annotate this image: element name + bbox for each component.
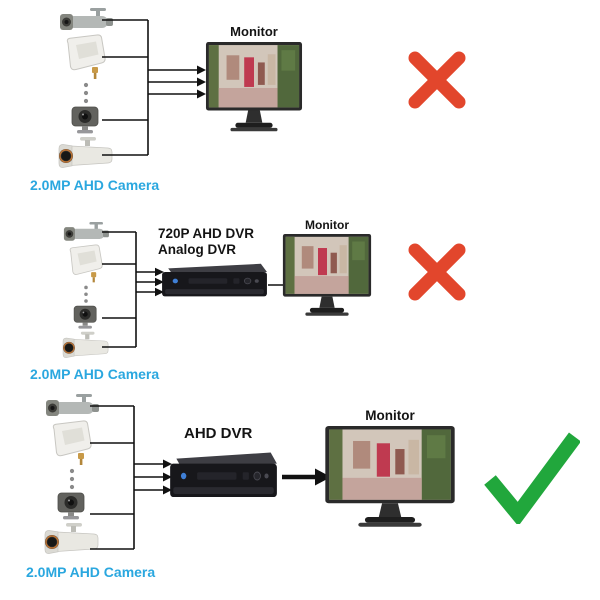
dvr-icon (169, 451, 278, 498)
monitor-icon (205, 42, 303, 132)
dvr-to-monitor-arrow (282, 468, 331, 486)
ellipsis-icon (83, 82, 89, 104)
dvr-label: AHD DVR (184, 425, 253, 442)
cube-camera-icon (73, 305, 97, 330)
monitor-group: Monitor (205, 24, 303, 136)
dvr-label-line2: Analog DVR (158, 242, 237, 257)
connection-wires (102, 19, 206, 156)
cube-camera-icon (71, 106, 99, 134)
camera-group-label: 2.0MP AHD Camera (26, 564, 156, 580)
green-check-icon (484, 432, 580, 524)
red-cross-icon (407, 50, 467, 110)
red-cross-icon (407, 242, 467, 302)
monitor-label: Monitor (230, 24, 278, 39)
dvr-label-line1: 720P AHD DVR (158, 226, 255, 241)
pir-style-camera-icon (69, 244, 103, 283)
connection-wires (102, 231, 164, 348)
camera-group-label: 2.0MP AHD Camera (30, 177, 160, 193)
monitor-icon (325, 426, 455, 527)
cube-camera-icon (57, 492, 85, 520)
dvr-icon (161, 263, 268, 297)
ellipsis-icon (69, 468, 75, 490)
monitor-group: Monitor (324, 408, 456, 532)
camera-group-label: 2.0MP AHD Camera (30, 366, 160, 382)
ellipsis-icon (84, 285, 88, 303)
monitor-icon (282, 234, 372, 316)
connection-wires (90, 405, 172, 550)
monitor-group: Monitor (282, 218, 372, 320)
monitor-label: Monitor (365, 408, 415, 423)
dvr-label: 720P AHD DVR Analog DVR (158, 226, 254, 258)
monitor-label: Monitor (305, 218, 349, 232)
